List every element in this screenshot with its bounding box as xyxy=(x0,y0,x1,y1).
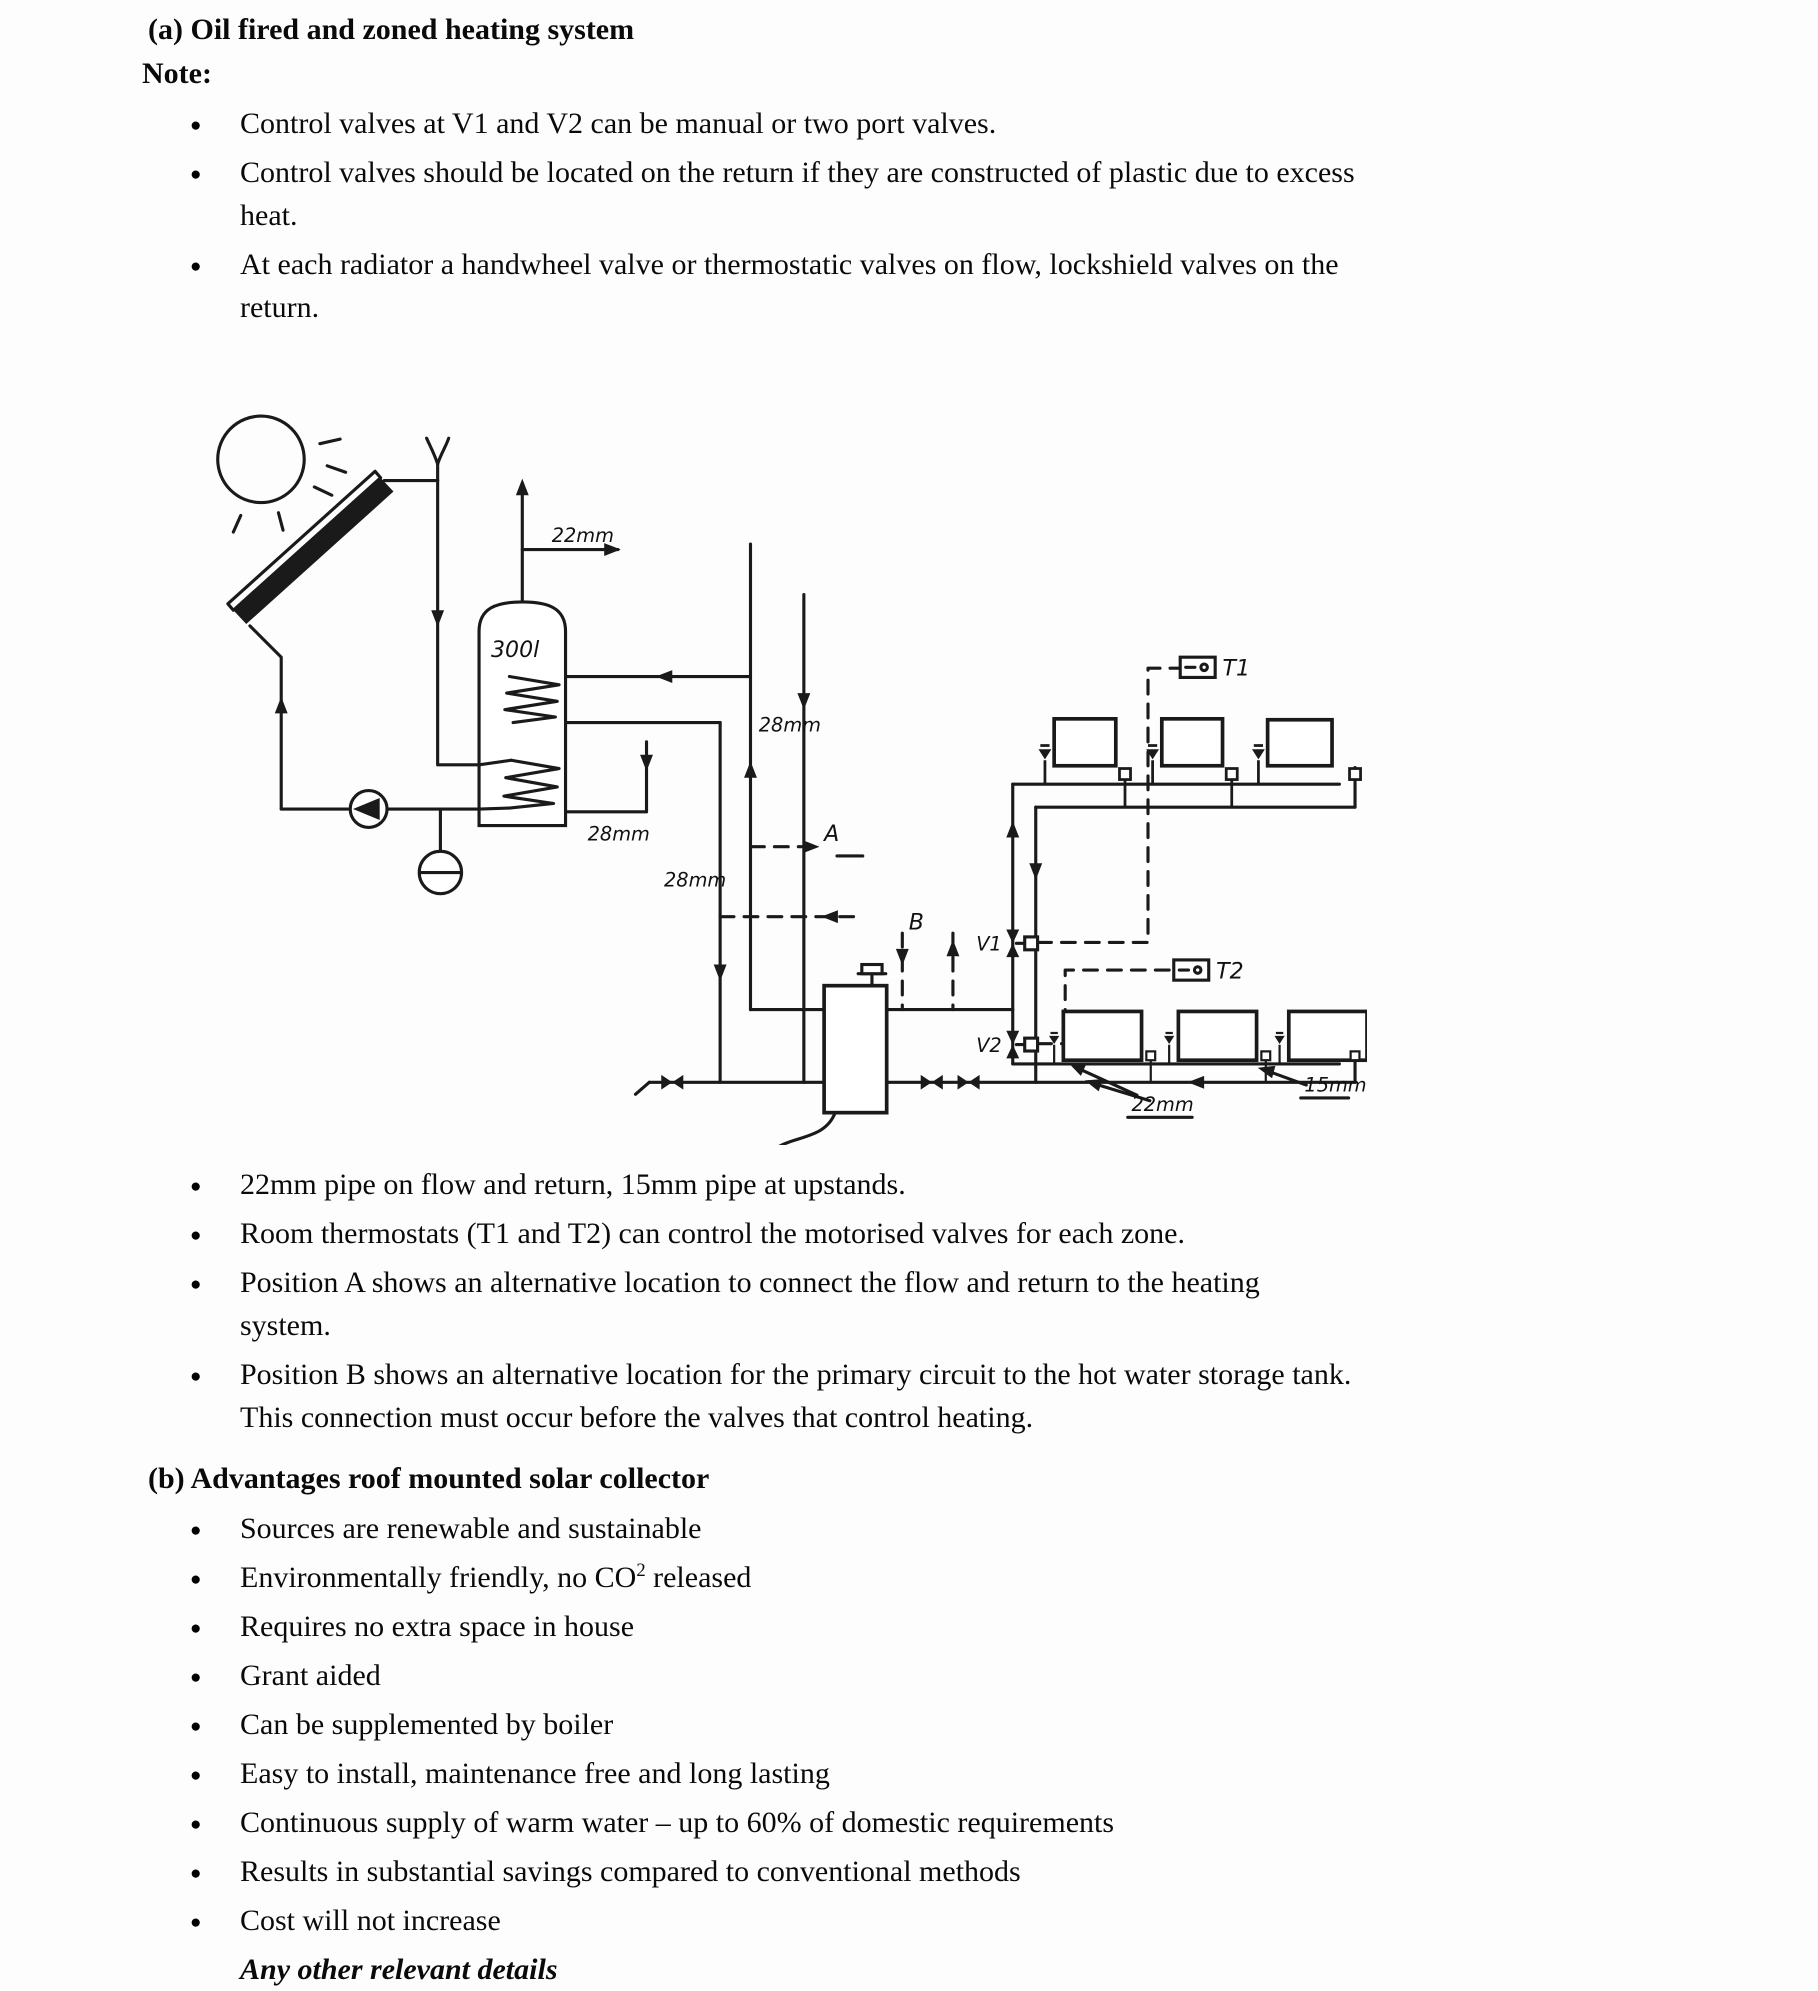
advantage-item: Results in substantial savings compared … xyxy=(190,1850,1470,1895)
advantage-item: Cost will not increase xyxy=(190,1899,1470,1944)
advantage-text: released xyxy=(645,1561,752,1594)
pipe-size-label: 28mm xyxy=(759,714,821,737)
note-bullet-list: Control valves at V1 and V2 can be manua… xyxy=(0,102,1818,329)
pipe-size-label: 28mm xyxy=(588,822,650,845)
sun-icon xyxy=(216,414,348,534)
section-b-heading: (b) Advantages roof mounted solar collec… xyxy=(148,1462,710,1495)
pipe-size-label: 22mm xyxy=(552,524,614,547)
advantage-item: Continuous supply of warm water – up to … xyxy=(190,1801,1470,1846)
thermostat-t2-label: T2 xyxy=(1216,959,1244,984)
valve-v2-label: V2 xyxy=(976,1034,1001,1057)
advantage-item: Sources are renewable and sustainable xyxy=(190,1507,1470,1552)
flue-icon xyxy=(856,962,888,988)
solar-collector xyxy=(226,469,394,625)
position-a-label: A xyxy=(822,822,839,847)
advantage-text: Environmentally friendly, no CO xyxy=(240,1561,637,1594)
cylinder-coil-lower xyxy=(477,758,561,811)
advantage-item: Can be supplemented by boiler xyxy=(190,1703,1470,1748)
valve-v1-icon xyxy=(1006,929,1040,958)
note-bullet: At each radiator a handwheel valve or th… xyxy=(190,243,1470,329)
diagram-note: Position B shows an alternative location… xyxy=(190,1353,1470,1439)
thermostat-t1-label: T1 xyxy=(1223,657,1251,682)
label-leaders xyxy=(1065,1057,1351,1119)
any-other-details-note: Any other relevant details xyxy=(240,1953,558,1986)
advantage-item: Easy to install, maintenance free and lo… xyxy=(190,1752,1470,1797)
thermostat-t2 xyxy=(1172,958,1211,982)
valve-v2-icon xyxy=(1006,1030,1040,1059)
hot-water-cylinder xyxy=(477,481,620,828)
heating-system-diagram: 22mm 300l 28mm 28mm 28mm A B V1 V2 T1 T2… xyxy=(180,335,1818,1168)
cylinder-coil-upper xyxy=(503,674,561,725)
diagram-note: Position A shows an alternative location… xyxy=(190,1261,1470,1347)
pipe-size-label: 28mm xyxy=(664,868,726,891)
radiator-upper-2 xyxy=(1159,716,1225,768)
valve-v1-label: V1 xyxy=(976,933,1001,956)
diagram-note: 22mm pipe on flow and return, 15mm pipe … xyxy=(190,1163,1470,1208)
circulating-pump-icon xyxy=(348,789,389,829)
thermostat-t1 xyxy=(1178,655,1217,679)
radiator-lower-2 xyxy=(1176,1009,1259,1063)
position-b-label: B xyxy=(909,911,924,936)
note-bullet: Control valves at V1 and V2 can be manua… xyxy=(190,102,1470,147)
note-bullet: Control valves should be located on the … xyxy=(190,151,1470,237)
section-a-heading: (a) Oil fired and zoned heating system xyxy=(148,13,635,46)
superscript-2: 2 xyxy=(636,1560,646,1581)
radiator-upper-1 xyxy=(1052,716,1118,768)
boiler xyxy=(746,962,889,1168)
advantages-list: Sources are renewable and sustainable En… xyxy=(0,1507,1818,1944)
diagram-note-list: 22mm pipe on flow and return, 15mm pipe … xyxy=(0,1163,1818,1439)
radiator-upper-3 xyxy=(1265,717,1334,768)
oil-supply-line xyxy=(746,1111,837,1168)
note-label: Note: xyxy=(142,57,212,90)
cylinder-capacity-label: 300l xyxy=(491,638,540,663)
radiator-lower-1 xyxy=(1061,1009,1144,1063)
advantage-item: Grant aided xyxy=(190,1654,1470,1699)
diagram-note: Room thermostats (T1 and T2) can control… xyxy=(190,1212,1470,1257)
advantage-item: Requires no extra space in house xyxy=(190,1605,1470,1650)
pipe-size-label: 15mm xyxy=(1304,1073,1366,1096)
pipe-size-label: 22mm xyxy=(1131,1093,1193,1116)
expansion-vessel-icon xyxy=(417,849,464,896)
advantage-item: Environmentally friendly, no CO2 release… xyxy=(190,1556,1470,1601)
